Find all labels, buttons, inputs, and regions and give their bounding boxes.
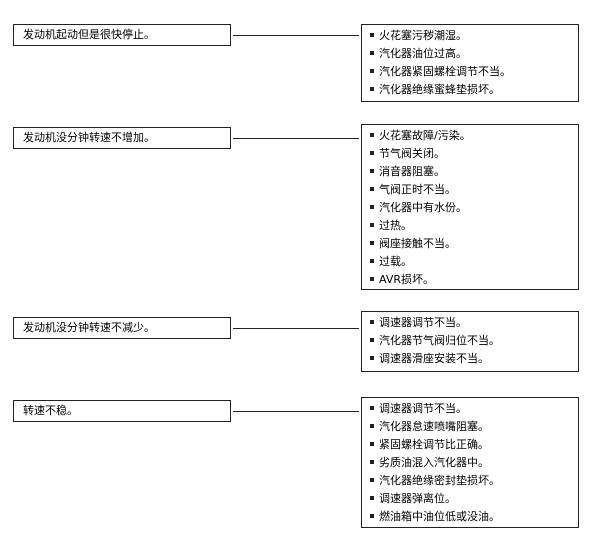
bullet-icon bbox=[370, 424, 374, 428]
cause-item: 调速器调节不当。 bbox=[370, 400, 578, 418]
symptom-label: 转速不稳。 bbox=[23, 404, 78, 417]
bullet-icon bbox=[370, 320, 374, 324]
bullet-icon bbox=[370, 496, 374, 500]
cause-item: 调速器弹离位。 bbox=[370, 490, 578, 508]
cause-item: 气阀正时不当。 bbox=[370, 181, 578, 199]
cause-item: 过载。 bbox=[370, 253, 578, 271]
bullet-icon bbox=[370, 259, 374, 263]
cause-item: 汽化器绝缘蜜蜂垫损坏。 bbox=[370, 81, 578, 99]
bullet-icon bbox=[370, 33, 374, 37]
cause-item: 紧固螺栓调节比正确。 bbox=[370, 436, 578, 454]
cause-item: 劣质油混入汽化器中。 bbox=[370, 454, 578, 472]
cause-item: 火花塞故障/污染。 bbox=[370, 127, 578, 145]
cause-list: 火花塞污秽潮湿。 汽化器油位过高。 汽化器紧固螺栓调节不当。 汽化器绝缘蜜蜂垫损… bbox=[370, 27, 578, 99]
symptom-label: 发动机没分钟转速不减少。 bbox=[23, 321, 155, 334]
causes-box-3: 调速器调节不当。 汽化器节气阀归位不当。 调速器滑座安装不当。 bbox=[361, 311, 579, 372]
bullet-icon bbox=[370, 356, 374, 360]
cause-item: 过热。 bbox=[370, 217, 578, 235]
bullet-icon bbox=[370, 338, 374, 342]
cause-item: 汽化器节气阀归位不当。 bbox=[370, 332, 578, 350]
cause-item: 消音器阻塞。 bbox=[370, 163, 578, 181]
bullet-icon bbox=[370, 151, 374, 155]
cause-item: 汽化器油位过高。 bbox=[370, 45, 578, 63]
cause-item: 汽化器绝缘密封垫损坏。 bbox=[370, 472, 578, 490]
bullet-icon bbox=[370, 460, 374, 464]
causes-box-4: 调速器调节不当。 汽化器怠速喷嘴阻塞。 紧固螺栓调节比正确。 劣质油混入汽化器中… bbox=[361, 397, 579, 528]
cause-item: 火花塞污秽潮湿。 bbox=[370, 27, 578, 45]
cause-item: 汽化器中有水份。 bbox=[370, 199, 578, 217]
cause-list: 调速器调节不当。 汽化器节气阀归位不当。 调速器滑座安装不当。 bbox=[370, 314, 578, 368]
cause-item: AVR损坏。 bbox=[370, 271, 578, 289]
cause-list: 调速器调节不当。 汽化器怠速喷嘴阻塞。 紧固螺栓调节比正确。 劣质油混入汽化器中… bbox=[370, 400, 578, 526]
bullet-icon bbox=[370, 169, 374, 173]
cause-item: 节气阀关闭。 bbox=[370, 145, 578, 163]
cause-item: 阀座接触不当。 bbox=[370, 235, 578, 253]
symptom-box-4: 转速不稳。 bbox=[13, 400, 231, 422]
cause-item: 调速器调节不当。 bbox=[370, 314, 578, 332]
cause-list: 火花塞故障/污染。 节气阀关闭。 消音器阻塞。 气阀正时不当。 汽化器中有水份。… bbox=[370, 127, 578, 289]
causes-box-2: 火花塞故障/污染。 节气阀关闭。 消音器阻塞。 气阀正时不当。 汽化器中有水份。… bbox=[361, 124, 579, 290]
cause-item: 汽化器紧固螺栓调节不当。 bbox=[370, 63, 578, 81]
bullet-icon bbox=[370, 51, 374, 55]
symptom-box-3: 发动机没分钟转速不减少。 bbox=[13, 317, 231, 339]
bullet-icon bbox=[370, 514, 374, 518]
symptom-box-2: 发动机没分钟转速不增加。 bbox=[13, 127, 231, 149]
bullet-icon bbox=[370, 205, 374, 209]
bullet-icon bbox=[370, 442, 374, 446]
bullet-icon bbox=[370, 406, 374, 410]
connector-line bbox=[233, 35, 359, 36]
connector-line bbox=[233, 138, 359, 139]
bullet-icon bbox=[370, 241, 374, 245]
causes-box-1: 火花塞污秽潮湿。 汽化器油位过高。 汽化器紧固螺栓调节不当。 汽化器绝缘蜜蜂垫损… bbox=[361, 24, 579, 102]
bullet-icon bbox=[370, 478, 374, 482]
bullet-icon bbox=[370, 133, 374, 137]
connector-line bbox=[233, 328, 359, 329]
bullet-icon bbox=[370, 187, 374, 191]
cause-item: 调速器滑座安装不当。 bbox=[370, 350, 578, 368]
bullet-icon bbox=[370, 223, 374, 227]
cause-item: 汽化器怠速喷嘴阻塞。 bbox=[370, 418, 578, 436]
bullet-icon bbox=[370, 87, 374, 91]
symptom-label: 发动机没分钟转速不增加。 bbox=[23, 131, 155, 144]
bullet-icon bbox=[370, 277, 374, 281]
symptom-box-1: 发动机起动但是很快停止。 bbox=[13, 24, 231, 46]
cause-item: 燃油箱中油位低或没油。 bbox=[370, 508, 578, 526]
connector-line bbox=[233, 411, 359, 412]
bullet-icon bbox=[370, 69, 374, 73]
symptom-label: 发动机起动但是很快停止。 bbox=[23, 28, 155, 41]
